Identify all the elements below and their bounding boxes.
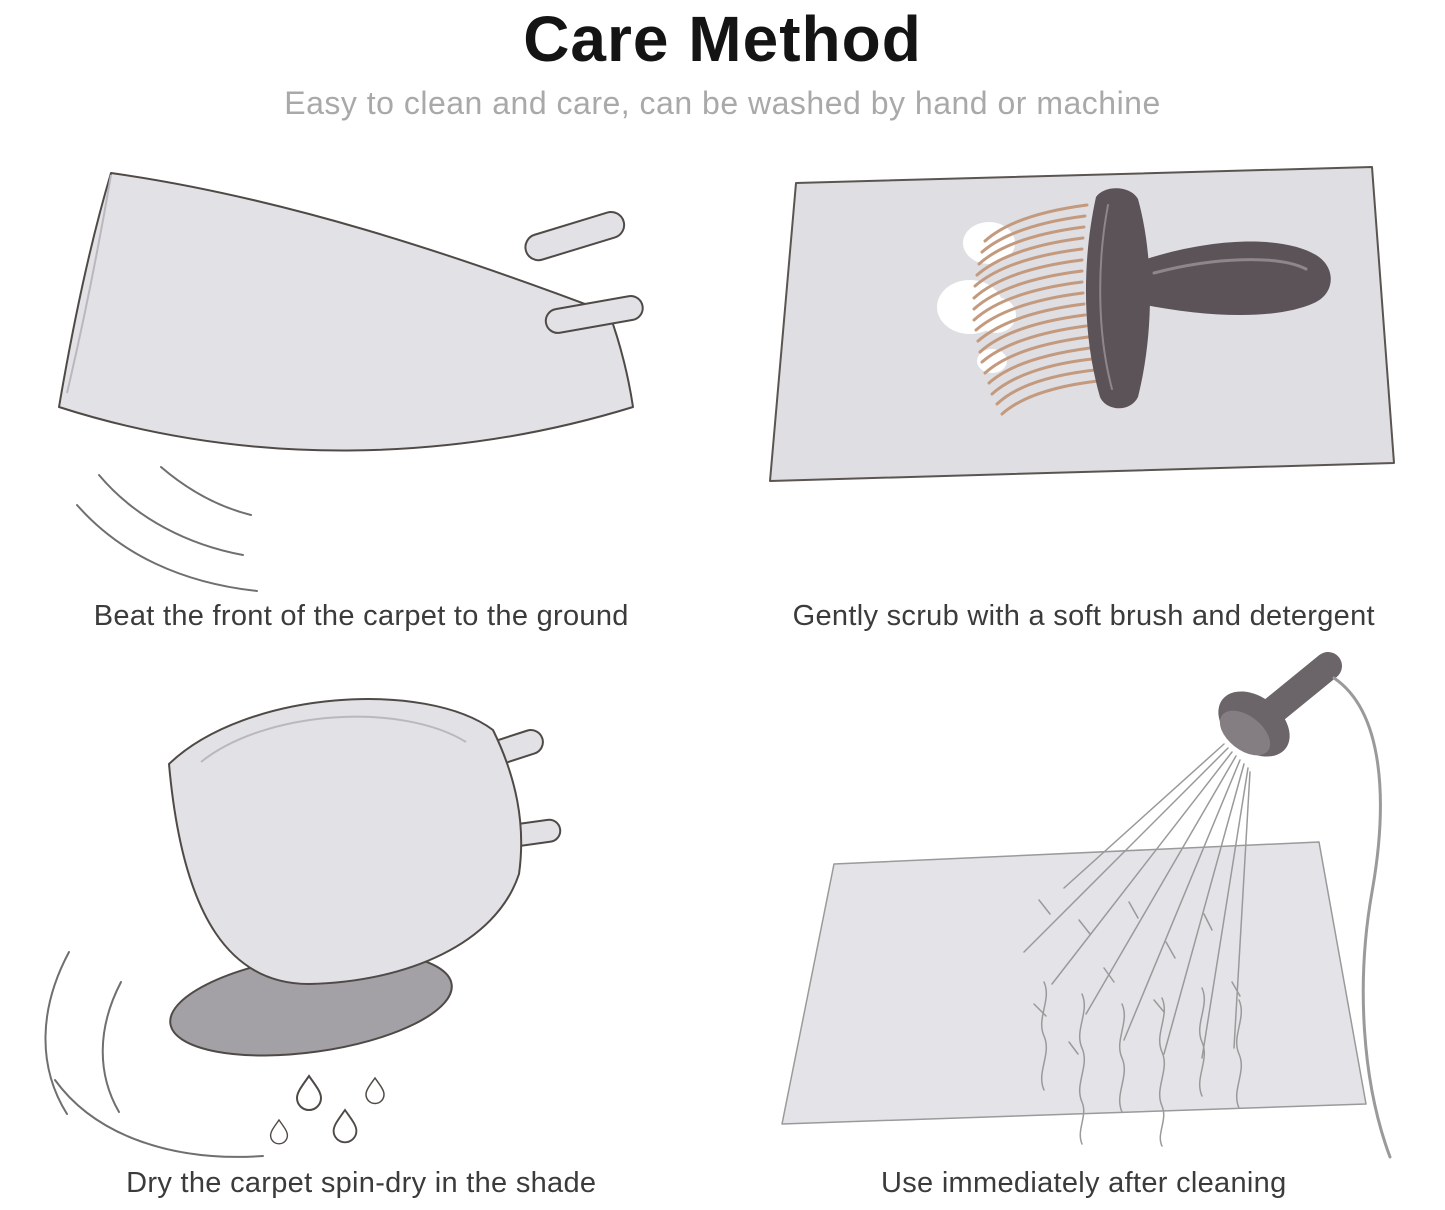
steps-grid: Beat the front of the carpet to the grou… — [0, 128, 1445, 1210]
page-title: Care Method — [523, 3, 922, 75]
motion-lines — [76, 466, 259, 593]
rug-shape — [768, 166, 1395, 483]
step-panel-dry: Dry the carpet spin-dry in the shade — [0, 643, 723, 1210]
brush-icon — [1085, 188, 1331, 409]
step-caption: Gently scrub with a soft brush and deter… — [792, 600, 1375, 633]
carpet-shape — [58, 172, 635, 452]
rug-shape — [781, 841, 1367, 1125]
step-panel-beat: Beat the front of the carpet to the grou… — [0, 128, 723, 643]
folded-carpet-shape — [168, 698, 523, 986]
spray-lines — [1023, 743, 1251, 1059]
step-panel-rinse: Use immediately after cleaning — [723, 643, 1445, 1210]
carpet-beating-illustration — [58, 172, 644, 593]
step-caption: Beat the front of the carpet to the grou… — [93, 600, 629, 633]
bristles — [972, 203, 1100, 416]
brush-scrub-illustration — [768, 166, 1395, 483]
steam-wavy-lines — [1040, 981, 1242, 1147]
step-caption: Dry the carpet spin-dry in the shade — [126, 1167, 597, 1200]
rinse-shower-illustration — [781, 652, 1392, 1159]
shower-head-icon — [1218, 652, 1342, 757]
spin-dry-illustration — [44, 698, 562, 1159]
step-panel-scrub: Gently scrub with a soft brush and deter… — [723, 128, 1445, 643]
motion-lines — [44, 951, 265, 1159]
tassel-icon — [524, 211, 644, 335]
page-subtitle: Easy to clean and care, can be washed by… — [284, 85, 1161, 122]
shower-hose — [1332, 676, 1392, 1159]
step-caption: Use immediately after cleaning — [880, 1167, 1287, 1200]
header: Care Method Easy to clean and care, can … — [0, 0, 1445, 122]
water-drop-icon — [270, 1074, 386, 1145]
